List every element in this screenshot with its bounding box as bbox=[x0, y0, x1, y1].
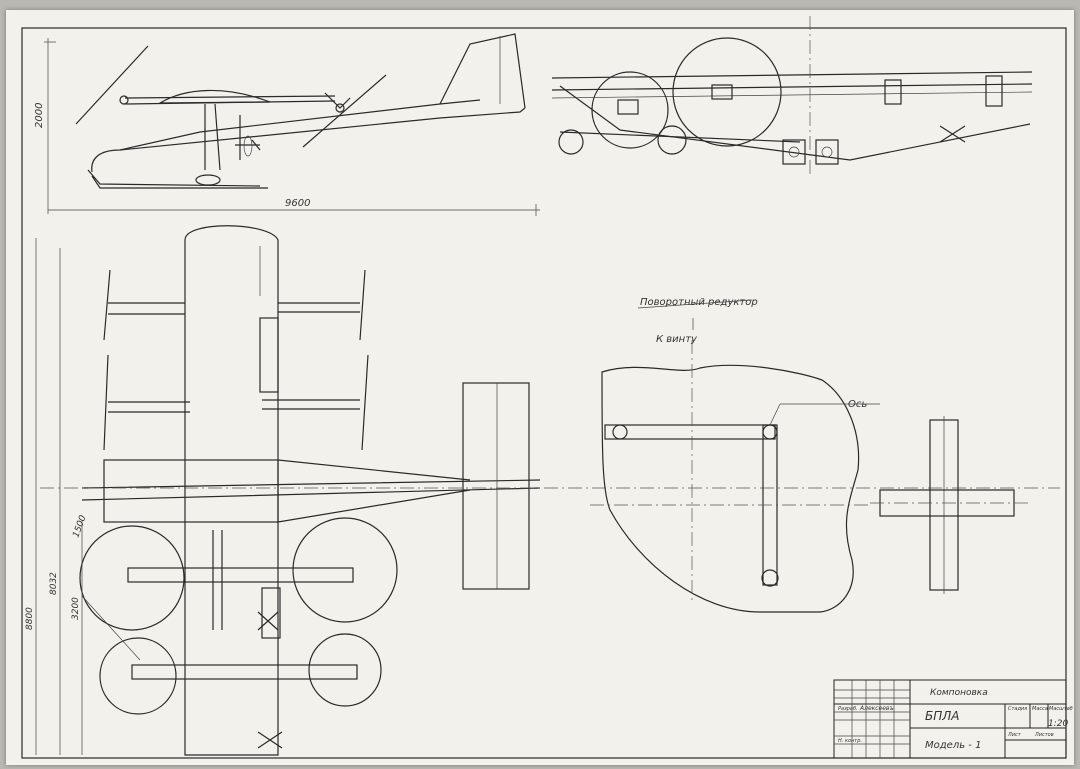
developer-name: Алексеевъ bbox=[859, 705, 894, 712]
doc-model: Модель - 1 bbox=[925, 740, 981, 751]
col-mass: Масса bbox=[1032, 706, 1048, 712]
col-sheets: Листов bbox=[1034, 732, 1054, 738]
frame-border bbox=[21, 27, 1067, 759]
label-to-prop: К винту bbox=[656, 334, 698, 345]
scale-value: 1:20 bbox=[1048, 719, 1068, 729]
label-reducer: Поворотный редуктор bbox=[640, 297, 758, 308]
dim-plan-inner: 3200 bbox=[71, 597, 81, 620]
plan-view: 8800 8032 3200 1500 bbox=[25, 225, 1060, 756]
section-view bbox=[870, 416, 1030, 594]
title-block: Разраб. Алексеевъ Н. контр. Компоновка Б… bbox=[833, 679, 1073, 759]
col-scale: Масштаб bbox=[1049, 706, 1073, 712]
dim-plan-total: 8800 bbox=[25, 607, 35, 630]
dim-side-height: 2000 bbox=[34, 103, 45, 128]
dim-side-length: 9600 bbox=[285, 198, 310, 209]
row-control: Н. контр. bbox=[838, 738, 862, 744]
doc-name: БПЛА bbox=[925, 709, 960, 723]
front-view bbox=[551, 16, 1033, 178]
doc-type: Компоновка bbox=[930, 688, 988, 698]
label-axis: Ось bbox=[848, 399, 867, 410]
col-stage: Стадия bbox=[1008, 706, 1027, 712]
dim-plan-mid: 8032 bbox=[49, 572, 59, 595]
row-developer: Разраб. bbox=[838, 706, 858, 712]
side-view: 2000 9600 bbox=[34, 33, 540, 216]
reducer-detail: Поворотный редуктор К винту Ось bbox=[590, 297, 880, 613]
dim-rotor: 1500 bbox=[71, 514, 88, 539]
col-sheet: Лист bbox=[1007, 732, 1022, 738]
